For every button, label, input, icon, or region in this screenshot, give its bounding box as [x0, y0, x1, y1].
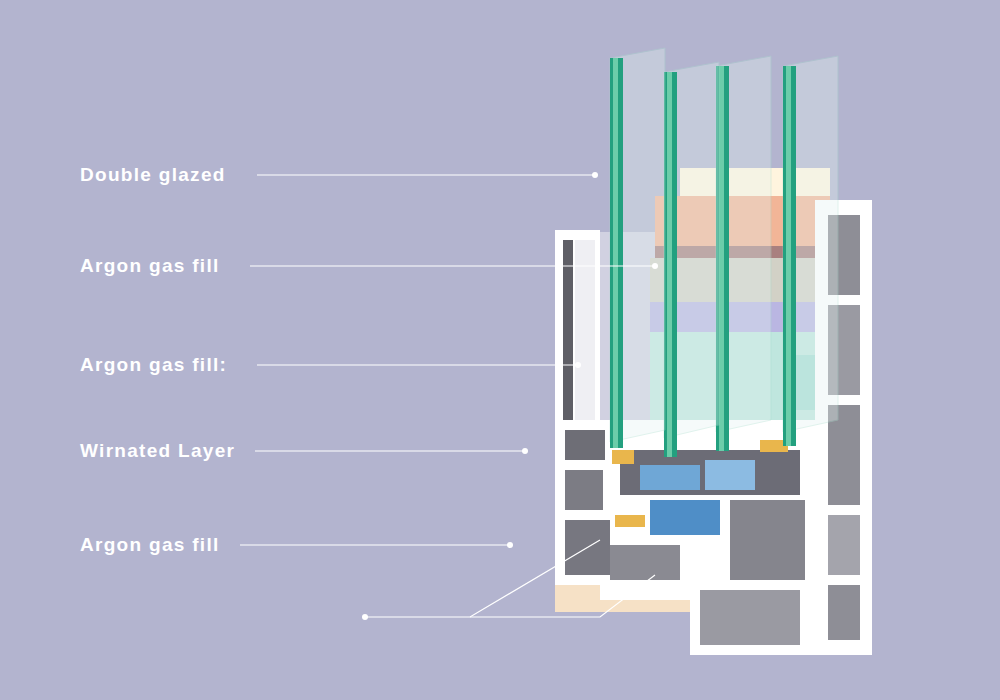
frame-chamber: [828, 585, 860, 640]
leader-line: [470, 575, 655, 617]
leader-line: [257, 364, 578, 365]
part-label: Wirnated Layer: [80, 439, 235, 463]
leader-lines: [240, 175, 655, 617]
glass-edge: [610, 58, 623, 448]
leader-dot: [522, 448, 528, 454]
leader-line: [250, 265, 655, 266]
frame-chamber: [730, 500, 805, 580]
frame-chamber: [563, 240, 573, 435]
glass-edge: [613, 58, 618, 448]
part-label: Argon gas fill:: [80, 353, 227, 377]
frame-chamber: [620, 450, 800, 495]
frame-chamber: [565, 430, 605, 460]
leader-dot: [507, 542, 513, 548]
leader-line: [257, 174, 595, 175]
glass-edge: [667, 72, 672, 457]
leader-dot: [592, 172, 598, 178]
glass-edge: [719, 66, 724, 451]
leader-dots: [362, 172, 658, 620]
part-label: Argon gas fill: [80, 533, 220, 557]
frame-edge: [555, 585, 690, 612]
frame-chamber: [565, 470, 603, 510]
leader-dot: [575, 362, 581, 368]
leader-line: [365, 540, 600, 617]
frame-chamber: [700, 590, 800, 645]
seal: [615, 515, 645, 527]
gasket: [705, 460, 755, 490]
frame-chamber: [610, 545, 680, 580]
gasket: [640, 465, 700, 490]
glass-edge: [664, 72, 677, 457]
frame-chamber: [575, 240, 595, 435]
part-label: Argon gas fill: [80, 254, 220, 278]
glass-edge: [786, 66, 791, 446]
frame-profile: [555, 230, 600, 440]
gasket: [650, 500, 720, 535]
leader-dot: [362, 614, 368, 620]
leader-line: [240, 544, 510, 545]
frame-chamber: [828, 515, 860, 575]
seal: [612, 450, 634, 464]
leader-line: [255, 450, 525, 451]
glass-edge: [783, 66, 796, 446]
leader-dot: [652, 263, 658, 269]
part-label: Double glazed: [80, 163, 226, 187]
frame-profile: [555, 420, 815, 655]
